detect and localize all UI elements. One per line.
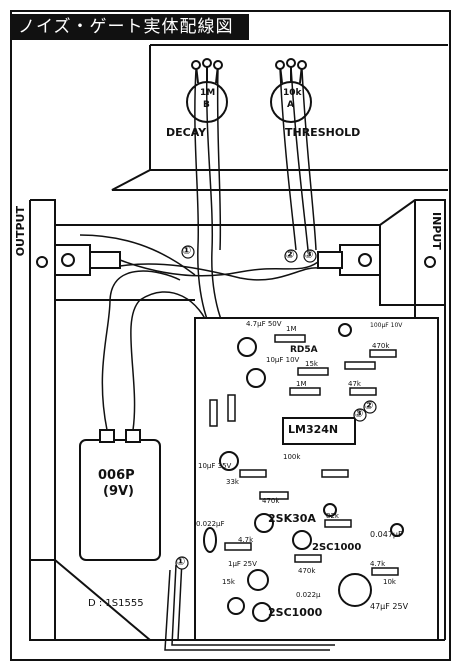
chassis-holes <box>36 256 436 268</box>
output-label: OUTPUT <box>14 206 27 257</box>
battery-type: 006P <box>98 468 135 483</box>
res-label-6: 100k <box>283 453 301 461</box>
cap-label-5: 0.047μF <box>370 530 403 539</box>
ic-lm324 <box>282 417 356 445</box>
wire-marker-3: ③ <box>304 248 314 261</box>
threshold-pot-value: 10k <box>283 88 302 98</box>
ic-label: LM324N <box>288 423 339 436</box>
input-jack <box>317 244 381 276</box>
bottom-wires <box>164 559 340 651</box>
pcb-board <box>194 317 439 641</box>
cap-label-0: 4.7μF 50V <box>246 320 282 328</box>
pot-wires <box>194 66 317 346</box>
resistor-marks <box>209 334 399 576</box>
wire-marker-2-board: ② <box>364 399 374 412</box>
res-label-4: 470k <box>372 342 390 350</box>
decay-pot-value: 1M <box>200 88 216 98</box>
res-label-12: 4.7k <box>370 560 386 568</box>
res-label-8: 470k <box>262 497 280 505</box>
wire-marker-2: ② <box>285 248 295 261</box>
wire-marker-1: ① <box>182 244 192 257</box>
battery-voltage: (9V) <box>103 484 134 499</box>
cap-label-8: 100μF 10V <box>370 322 403 329</box>
res-label-3: 1M <box>296 380 307 388</box>
threshold-label: THRESHOLD <box>285 126 361 139</box>
cap-label-2: 10μF 35V <box>198 462 232 470</box>
res-label-2: 47k <box>348 380 361 388</box>
transistor-marks <box>252 513 312 622</box>
transistor-1-label: 2SC1000 <box>312 542 362 553</box>
fet-label: 2SK30A <box>268 512 316 525</box>
res-label-0: 1M <box>286 325 297 333</box>
transistor-2-label: 2SC1000 <box>268 606 323 619</box>
res-label-9: 82k <box>326 512 339 520</box>
wire-marker-circles <box>175 245 377 570</box>
threshold-pot-curve: A <box>287 100 294 110</box>
output-jack <box>54 244 121 276</box>
res-label-11: 470k <box>298 567 316 575</box>
page-title: ノイズ・ゲート実体配線図 <box>12 14 249 40</box>
diode-note: D : 1S1555 <box>88 598 144 609</box>
res-label-10: 4.7k <box>238 536 254 544</box>
decay-pot-curve: B <box>203 100 210 110</box>
twisted-wires <box>79 234 319 281</box>
rd-label: RD5A <box>290 345 318 355</box>
cap-label-1: 10μF 10V <box>266 356 300 364</box>
res-label-1: 15k <box>305 360 318 368</box>
battery-wires <box>101 270 211 431</box>
wire-marker-3-board: ③ <box>354 407 364 420</box>
cap-label-7: 0.022μ <box>296 591 321 599</box>
cap-label-4: 1μF 25V <box>228 560 257 568</box>
battery <box>79 429 161 561</box>
res-label-13: 10k <box>383 578 396 586</box>
res-label-5: 33k <box>226 478 239 486</box>
wire-marker-1-bottom: ① <box>176 555 186 568</box>
decay-label: DECAY <box>166 126 207 139</box>
input-label: INPUT <box>430 212 443 250</box>
page-frame <box>10 10 451 661</box>
cap-label-3: 0.022μF <box>196 520 225 528</box>
res-label-14: 15k <box>222 578 235 586</box>
cap-label-6: 47μF 25V <box>370 602 409 611</box>
capacitor-marks <box>203 323 404 615</box>
